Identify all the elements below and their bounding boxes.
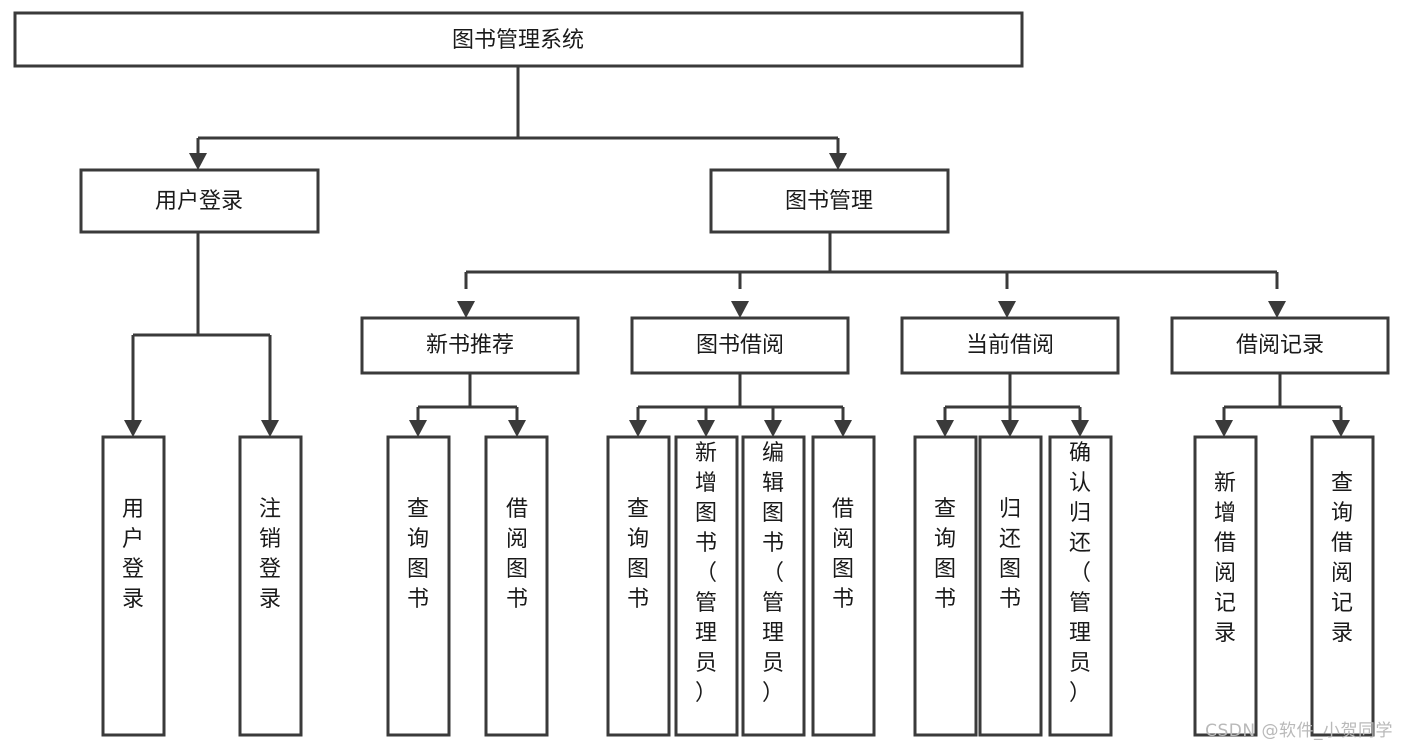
arrow-to-leaf-record-1 (1215, 420, 1233, 437)
node-login-label: 用户登录 (155, 189, 243, 214)
arrow-to-record (1268, 301, 1286, 318)
arrow-to-leaf-borrow-4 (834, 420, 852, 437)
arrow-to-leaf-borrow-3 (764, 420, 782, 437)
arrow-to-leaf-current-2 (1001, 420, 1019, 437)
arrow-to-leaf-borrow-2 (697, 420, 715, 437)
node-leaf-current-1-label: 查询图书 (934, 497, 956, 612)
connector-root-to-level1 (189, 66, 847, 170)
node-record[interactable]: 借阅记录 (1170, 316, 1390, 375)
node-current-label: 当前借阅 (966, 333, 1054, 358)
node-leaf-borrow-2-label: 新增图书（管理员） (695, 441, 717, 706)
connector-bookmgmt-to-level2 (457, 232, 1286, 318)
arrow-to-leaf-newbook-2 (508, 420, 526, 437)
node-leaf-newbook-1[interactable]: 查询图书 (386, 435, 451, 737)
arrow-to-leaf-record-2 (1332, 420, 1350, 437)
arrow-to-leaf-login-2 (261, 420, 279, 437)
node-leaf-current-2[interactable]: 归还图书 (978, 435, 1043, 737)
node-leaf-current-1[interactable]: 查询图书 (913, 435, 978, 737)
node-leaf-record-1-label: 新增借阅记录 (1214, 471, 1236, 646)
node-root[interactable]: 图书管理系统 (13, 11, 1024, 68)
connector-login-to-leaves (124, 232, 279, 437)
node-record-label: 借阅记录 (1236, 333, 1324, 358)
node-leaf-borrow-1-label: 查询图书 (627, 497, 649, 612)
node-leaf-record-1[interactable]: 新增借阅记录 (1193, 435, 1258, 737)
node-bookmgmt-label: 图书管理 (785, 189, 873, 214)
connector-current-to-leaves (936, 373, 1089, 437)
arrow-to-leaf-login-1 (124, 420, 142, 437)
node-leaf-current-2-label: 归还图书 (999, 497, 1021, 612)
node-borrow[interactable]: 图书借阅 (630, 316, 850, 375)
node-leaf-newbook-1-label: 查询图书 (407, 497, 429, 612)
node-login[interactable]: 用户登录 (79, 168, 320, 234)
connector-borrow-to-leaves (629, 373, 852, 437)
arrow-to-borrow (731, 301, 749, 318)
connector-newbook-to-leaves (409, 373, 526, 437)
node-newbook-label: 新书推荐 (426, 333, 514, 358)
node-leaf-login-2[interactable]: 注销登录 (238, 435, 303, 737)
arrow-to-leaf-current-3 (1071, 420, 1089, 437)
arrow-to-current (998, 301, 1016, 318)
arrow-to-leaf-newbook-1 (409, 420, 427, 437)
node-bookmgmt[interactable]: 图书管理 (709, 168, 950, 234)
node-leaf-borrow-1[interactable]: 查询图书 (606, 435, 671, 737)
node-leaf-current-3-label: 确认归还（管理员） (1069, 441, 1091, 706)
node-leaf-borrow-4[interactable]: 借阅图书 (811, 435, 876, 737)
connector-record-to-leaves (1215, 373, 1350, 437)
csdn-watermark: CSDN @软件_小贺同学 (1205, 721, 1393, 741)
node-leaf-login-1-label: 用户登录 (122, 497, 144, 612)
node-newbook[interactable]: 新书推荐 (360, 316, 580, 375)
node-leaf-borrow-4-label: 借阅图书 (832, 497, 854, 612)
node-leaf-borrow-3[interactable]: 编辑图书（管理员） (741, 435, 806, 737)
arrow-to-bookmgmt (829, 153, 847, 170)
node-borrow-label: 图书借阅 (696, 333, 784, 358)
arrow-to-leaf-current-1 (936, 420, 954, 437)
node-leaf-borrow-2[interactable]: 新增图书（管理员） (674, 435, 739, 737)
arrow-to-newbook (457, 301, 475, 318)
node-leaf-newbook-2[interactable]: 借阅图书 (484, 435, 549, 737)
node-current[interactable]: 当前借阅 (900, 316, 1120, 375)
node-leaf-newbook-2-label: 借阅图书 (506, 497, 528, 612)
arrow-to-login (189, 153, 207, 170)
node-root-label: 图书管理系统 (452, 28, 584, 53)
node-leaf-borrow-3-label: 编辑图书（管理员） (762, 441, 784, 706)
node-leaf-record-2-label: 查询借阅记录 (1331, 471, 1353, 646)
node-leaf-login-2-label: 注销登录 (259, 497, 281, 612)
node-leaf-record-2[interactable]: 查询借阅记录 (1310, 435, 1375, 737)
arrow-to-leaf-borrow-1 (629, 420, 647, 437)
node-leaf-login-1[interactable]: 用户登录 (101, 435, 166, 737)
node-leaf-current-3[interactable]: 确认归还（管理员） (1048, 435, 1113, 737)
